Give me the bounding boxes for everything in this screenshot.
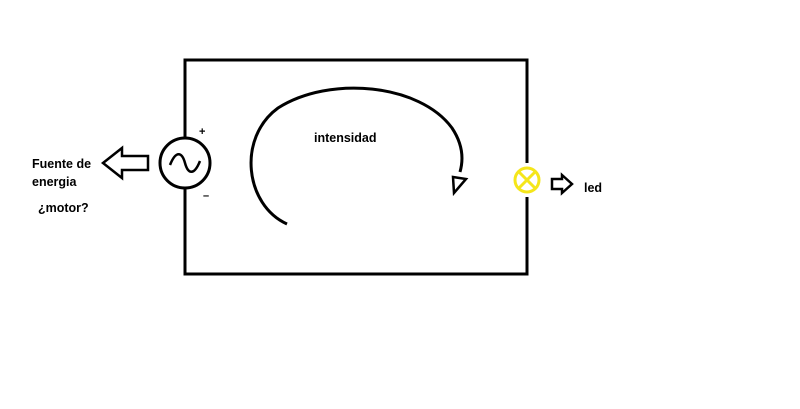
wire-left-bottom: [183, 188, 529, 276]
motor-label: ¿motor?: [38, 201, 89, 215]
current-label: intensidad: [314, 131, 377, 145]
curved-arrow-icon: [249, 86, 464, 226]
ac-source-icon: [158, 136, 212, 190]
circuit-wires: [183, 58, 529, 276]
arrow-right-icon: [550, 172, 574, 196]
curved-arrowhead: [451, 175, 469, 197]
arrow-left-icon: [100, 145, 150, 181]
source-label-line1: Fuente de: [32, 157, 91, 171]
lamp-icon: [513, 166, 541, 194]
source-label-line2: energia: [32, 175, 78, 189]
led-label: led: [584, 181, 602, 195]
minus-sign: –: [203, 190, 209, 202]
plus-sign: +: [199, 126, 205, 138]
wire-left-top: [183, 58, 529, 163]
